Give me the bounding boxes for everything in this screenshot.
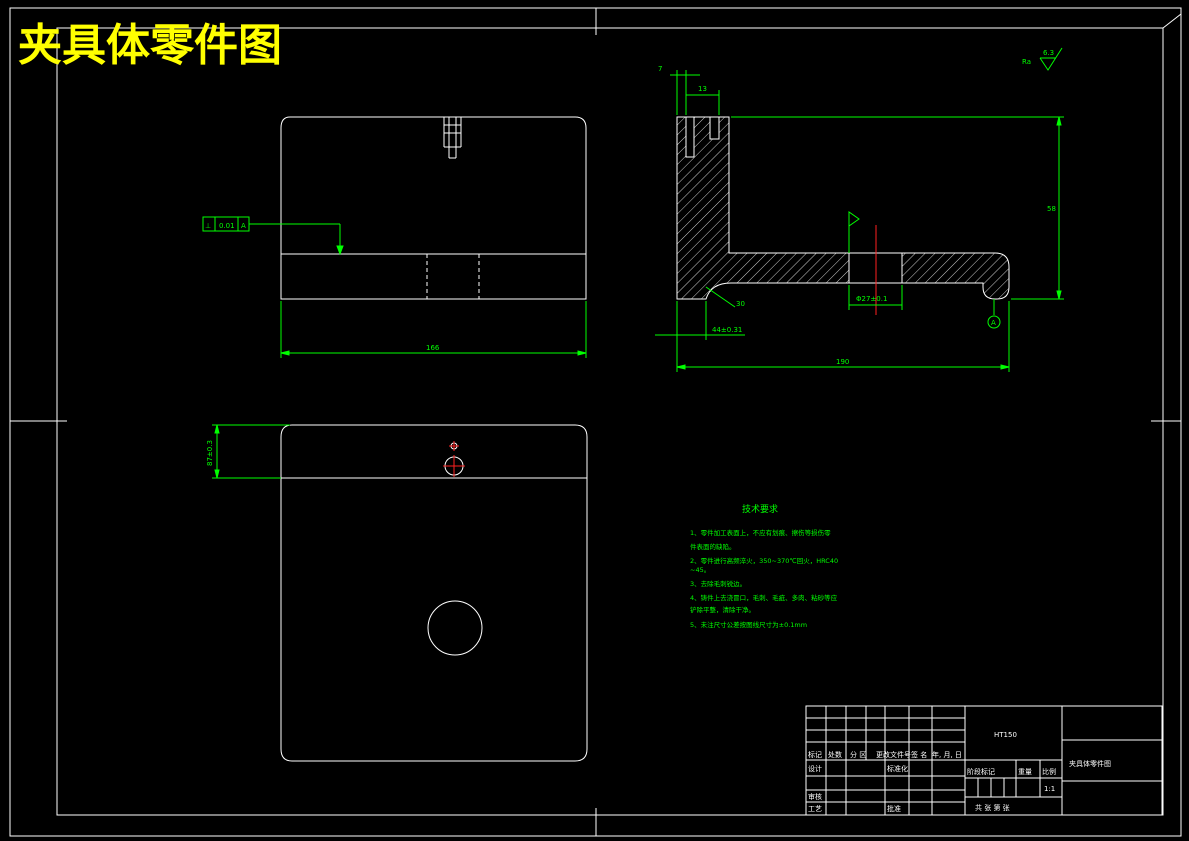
- height-dimension: [731, 116, 1064, 300]
- title-row-review: 审核: [808, 792, 822, 801]
- perp-tolerance: 0.01: [219, 222, 235, 230]
- datum-a-label: A: [991, 319, 996, 327]
- sheet-frame: [9, 7, 1182, 837]
- plan-offset-dimension: [212, 424, 290, 479]
- tech-req-line-7: 铲除平整，清除干净。: [690, 605, 755, 614]
- chamfer-leader: [705, 286, 736, 308]
- tech-req-line-2: 件表面的缺陷。: [690, 542, 736, 551]
- roughness-other: Ra: [1022, 58, 1031, 66]
- height-dim-label: 58: [1047, 205, 1056, 213]
- plan-offset-label: 87±0.3: [206, 440, 214, 466]
- title-row-process: 工艺: [808, 805, 822, 813]
- top-width-label: 13: [698, 85, 707, 93]
- title-row-standard: 标准化: [887, 764, 908, 773]
- title-scale-value: 1:1: [1044, 785, 1055, 793]
- title-header-zone: 分 区: [850, 750, 866, 759]
- title-sheets-label: 共 张 第 张: [975, 803, 1010, 812]
- length-dim-label: 190: [836, 358, 849, 366]
- title-header-sign: 签 名: [911, 750, 927, 759]
- top-width-dimension: [685, 90, 720, 115]
- drawing-title: 夹具体零件图: [18, 20, 282, 71]
- title-scale-label: 比例: [1042, 767, 1056, 776]
- tech-req-line-8: 5、未注尺寸公差按图线尺寸为±0.1mm: [690, 620, 807, 629]
- perp-datum: A: [241, 222, 246, 230]
- tech-req-title: 技术要求: [742, 503, 778, 515]
- chamfer-label: 30: [736, 300, 745, 308]
- perp-symbol: ⊥: [205, 222, 211, 230]
- title-header-change-doc: 更改文件号: [876, 750, 911, 759]
- datum-a-symbol: [987, 299, 1001, 329]
- title-header-mark: 标记: [808, 750, 822, 759]
- tech-req-line-1: 1、零件加工表面上，不应有划痕、擦伤等损伤零: [690, 528, 831, 537]
- tech-req-line-6: 4、铸件上去浇冒口，毛刺、毛疵、多肉、粘砂等应: [690, 593, 838, 602]
- slot-dim-label: 7: [658, 65, 662, 73]
- title-part-name: 夹具体零件图: [1069, 759, 1111, 768]
- length-dimension: [676, 301, 1010, 372]
- bore-roughness-mark: [848, 211, 860, 253]
- front-width-dimension: [280, 301, 587, 358]
- threaded-hole: [443, 117, 462, 159]
- perpendicularity-frame: [202, 216, 344, 256]
- title-weight-label: 重量: [1018, 768, 1032, 776]
- bore-dimension: [848, 285, 903, 310]
- tech-req-line-5: 3、去除毛刺锐边。: [690, 579, 746, 588]
- surface-roughness-symbol: [1039, 47, 1063, 71]
- technical-requirements: 技术要求 1、零件加工表面上，不应有划痕、擦伤等损伤零 件表面的缺陷。 2、零件…: [690, 503, 838, 629]
- offset-dim-label: 44±0.31: [712, 326, 742, 334]
- title-header-date: 年, 月, 日: [932, 750, 962, 759]
- side-section-view: 7 13 58 Φ27±0.1 30: [655, 47, 1064, 372]
- front-view: ⊥ 0.01 A 166: [202, 116, 587, 358]
- tech-req-line-4: ~45。: [690, 566, 710, 574]
- title-material: HT150: [994, 731, 1017, 739]
- plan-view: 87±0.3: [206, 424, 588, 762]
- slot-dimension: [670, 70, 700, 115]
- title-stage-label: 阶段标记: [967, 767, 995, 776]
- title-row-design: 设计: [808, 764, 822, 773]
- offset-dimension: [655, 301, 745, 372]
- roughness-value: 6.3: [1043, 49, 1054, 57]
- front-width-label: 166: [426, 344, 440, 352]
- tech-req-line-3: 2、零件进行高频淬火，350~370℃回火，HRC40: [690, 556, 838, 565]
- bore-dim-label: Φ27±0.1: [856, 295, 887, 303]
- title-block: [805, 705, 1163, 816]
- title-header-count: 处数: [828, 750, 842, 759]
- title-row-approve: 批准: [887, 804, 901, 813]
